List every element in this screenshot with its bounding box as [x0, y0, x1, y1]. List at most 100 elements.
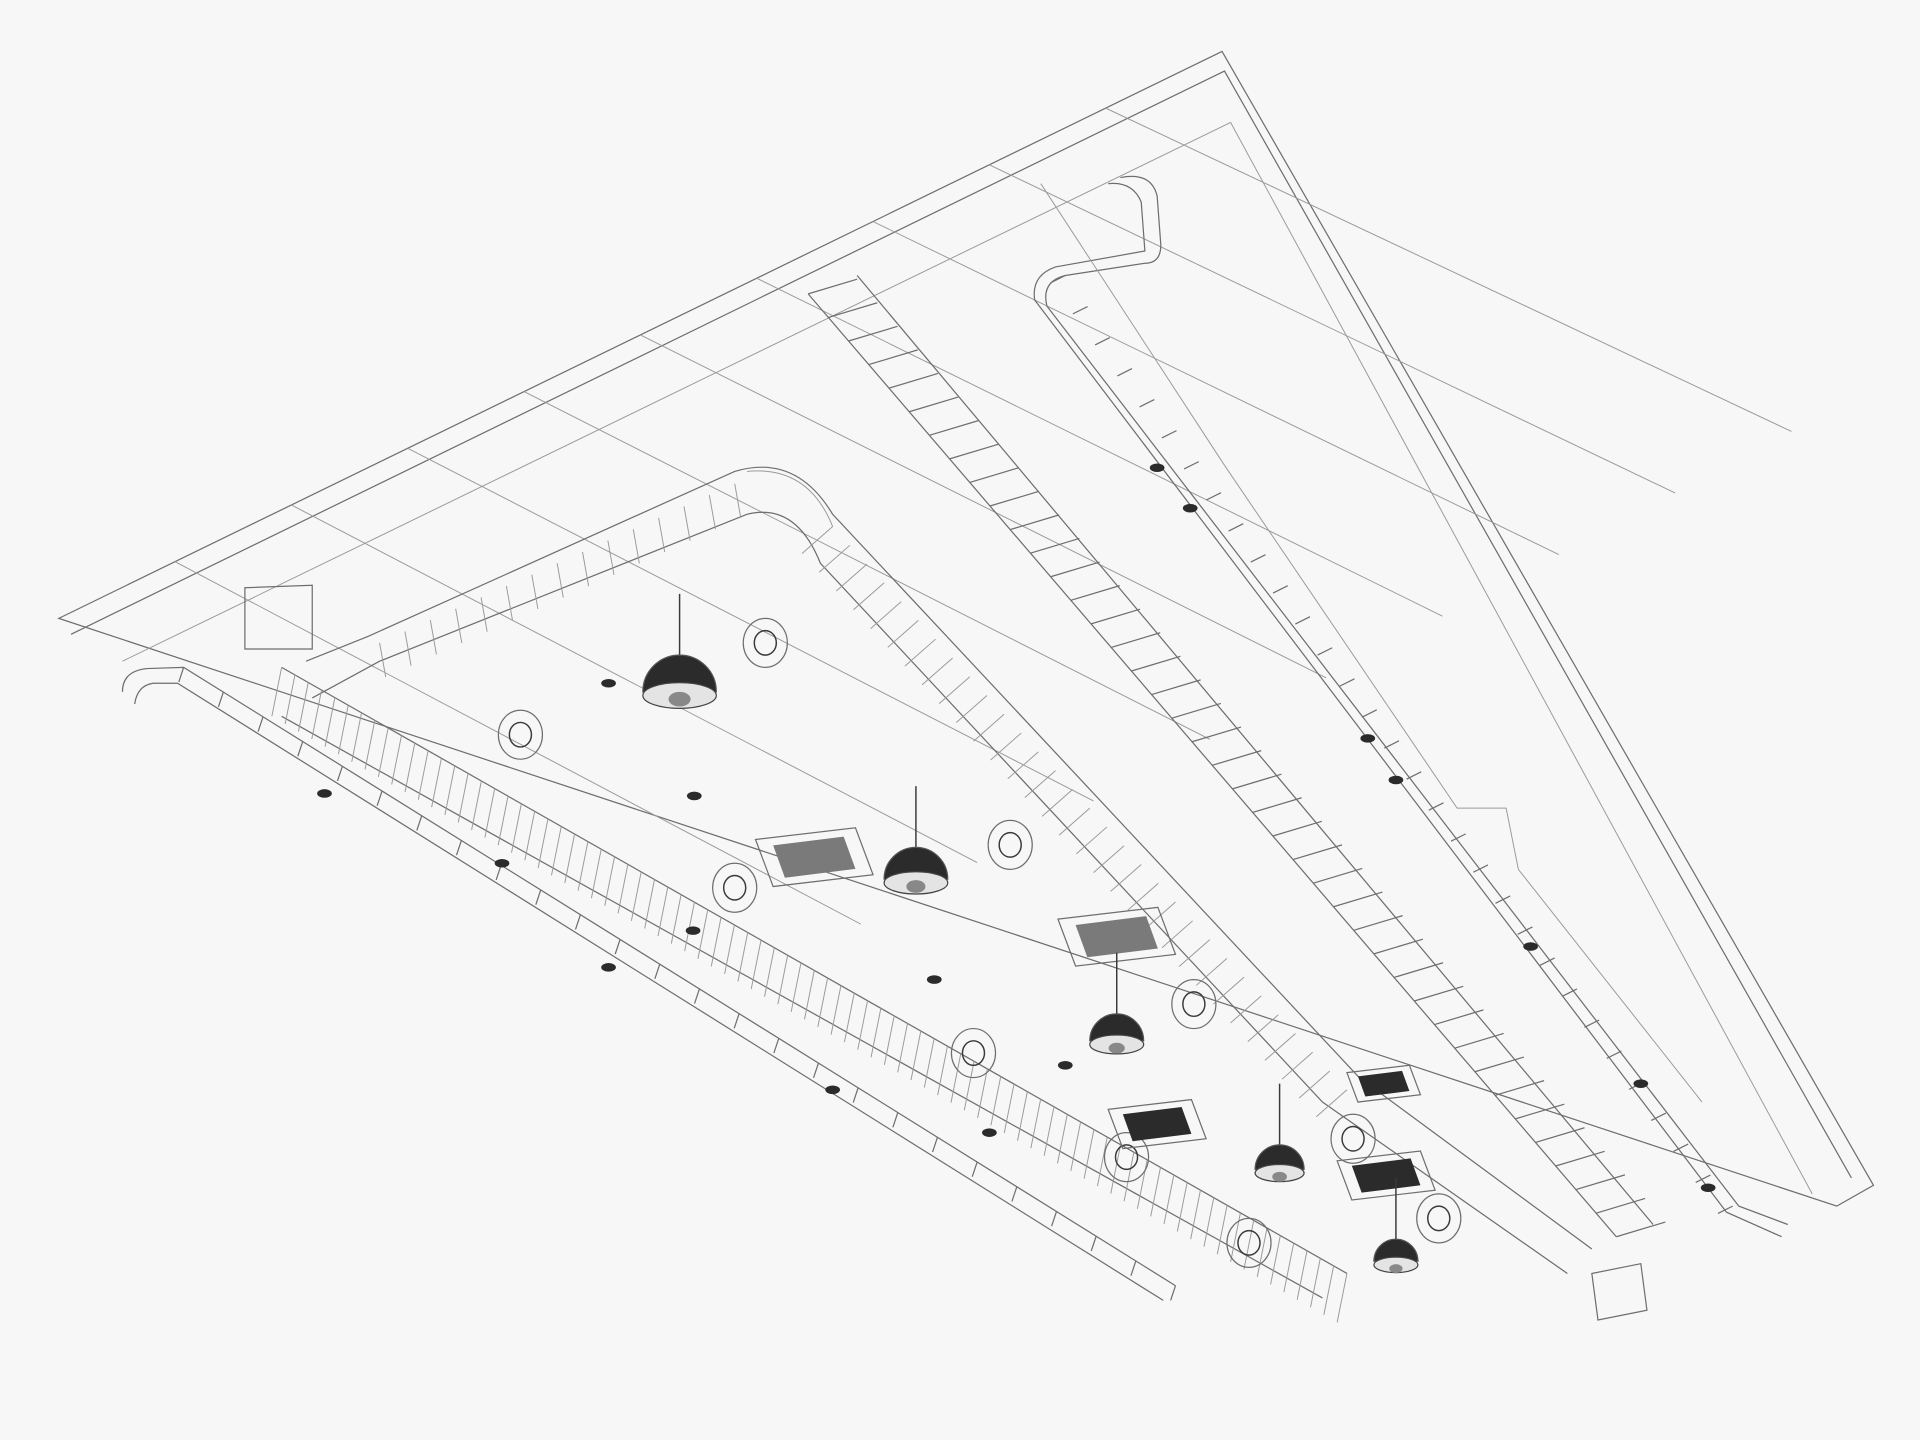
tray-rail-right [856, 275, 1654, 1225]
duct-ring [843, 993, 855, 1043]
duct-rib [956, 695, 988, 723]
tray-rung [1010, 514, 1060, 531]
duct-ring [710, 917, 722, 967]
duct-ring [977, 1068, 988, 1118]
elbow-outlet [950, 1027, 997, 1079]
pipe-coupling [1090, 1236, 1097, 1252]
duct-rib [455, 608, 463, 644]
pipe-coupling [495, 865, 502, 881]
duct-ring [1070, 1121, 1082, 1172]
duct-ring [670, 894, 682, 944]
duct-ring [1017, 1091, 1028, 1141]
duct-ring [1323, 1265, 1335, 1315]
duct-ring [1176, 1182, 1188, 1232]
tray-rung [989, 490, 1040, 507]
duct-ring [417, 750, 429, 800]
tray-rung [1434, 1009, 1484, 1026]
sprinkler-head [601, 678, 616, 688]
duct-ring [604, 856, 616, 906]
lamp-bulb [906, 880, 926, 893]
pipe-coupling [971, 1161, 978, 1177]
duct-ring [1110, 1144, 1122, 1194]
duct-ring [1296, 1250, 1308, 1300]
pipe-coupling [1272, 585, 1289, 594]
duct-rib [1093, 845, 1125, 874]
pipe-coupling [654, 963, 661, 980]
tray-rung [1616, 1221, 1666, 1238]
pipe-left-bottom [134, 682, 1164, 1301]
square-diffusers [754, 827, 1436, 1201]
main-duct-top [305, 466, 1593, 1250]
pipe-coupling [1472, 864, 1489, 873]
duct-rib [632, 529, 640, 564]
duct-ring [377, 727, 389, 778]
lamp-shade [642, 654, 717, 693]
slab-soffit [122, 121, 1813, 1195]
pipe-coupling [1139, 399, 1155, 408]
pipe-coupling [1250, 554, 1266, 563]
elbow-grille [722, 874, 747, 901]
round-duct-ribs [271, 667, 1348, 1323]
sprinkler-head [317, 789, 332, 798]
diffuser-grille [1122, 1106, 1192, 1142]
duct-rib [1247, 1014, 1279, 1043]
duct-rib [1024, 770, 1056, 798]
elbow-outlet [1103, 1132, 1150, 1183]
ceiling-beam [291, 504, 978, 863]
tray-rung [1252, 797, 1302, 814]
duct-ring [644, 879, 655, 929]
lamp-bulb [1389, 1264, 1403, 1273]
sprinkler-head [1360, 734, 1376, 743]
tray-rung [1454, 1032, 1504, 1049]
pipe-coupling [1339, 678, 1355, 687]
tray-rung [1535, 1127, 1585, 1144]
duct-rib [904, 638, 936, 667]
elbow-grille [998, 831, 1022, 858]
pipe-coupling [773, 1038, 780, 1054]
main-duct-bottom [311, 511, 1568, 1274]
pipe-coupling [1584, 1019, 1600, 1028]
tray-rung [1070, 585, 1120, 601]
duct-ring [937, 1046, 948, 1096]
duct-rib [1144, 901, 1176, 930]
duct-rib [853, 582, 885, 611]
duct-ring [804, 970, 815, 1020]
tray-rung [1313, 867, 1363, 884]
pipe-coupling [1539, 957, 1555, 966]
elbow-grille [961, 1040, 986, 1067]
duct-rib [734, 483, 742, 519]
air-handler-box [244, 584, 313, 650]
duct-ring [1057, 1114, 1068, 1164]
duct-rib [887, 620, 919, 648]
duct-ring [431, 758, 442, 808]
duct-ring [337, 705, 349, 755]
duct-ring [577, 841, 589, 891]
pipe-coupling [614, 939, 621, 955]
duct-rib [1213, 976, 1245, 1005]
tray-rung [1555, 1150, 1605, 1167]
duct-ring [404, 743, 416, 793]
duct-ring [284, 674, 296, 724]
pipe-coupling [1317, 647, 1333, 656]
sprinkler-head [494, 858, 510, 868]
duct-ring [750, 940, 762, 990]
pipe-coupling [1094, 337, 1111, 346]
duct-rib [607, 540, 615, 575]
duct-ring [1163, 1174, 1175, 1225]
pipe-coupling [1695, 1174, 1711, 1183]
ceiling-beam [1105, 107, 1792, 432]
diffuser-frame [1107, 1098, 1207, 1150]
pipe-coupling [1450, 833, 1466, 842]
duct-rib [658, 517, 666, 553]
duct-drop-box [1591, 1262, 1648, 1321]
tray-rung [969, 467, 1019, 484]
pipe-coupling [1183, 461, 1200, 470]
duct-ring [737, 932, 749, 982]
pipe-coupling [812, 1062, 820, 1078]
duct-ring [684, 902, 695, 952]
pipe-left-top [121, 666, 1176, 1287]
duct-ring [271, 667, 283, 717]
duct-ring [697, 909, 709, 959]
pipe-coupling [1051, 1211, 1058, 1227]
elbow-grille [753, 629, 778, 656]
